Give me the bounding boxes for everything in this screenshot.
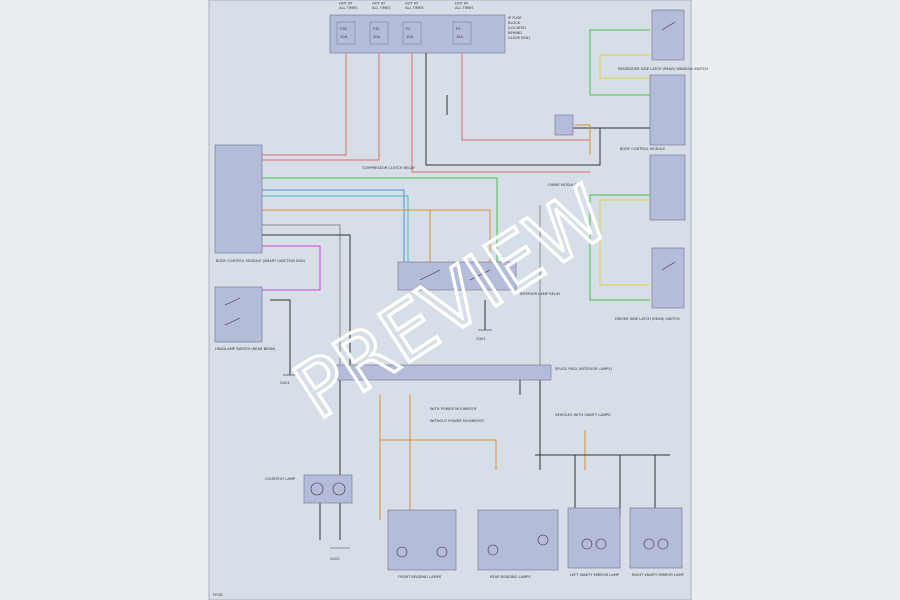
fuse-id-1: F28 bbox=[340, 27, 347, 31]
switch-bottom-right-label: DRIVER SIDE LATCH (REAR) SWITCH bbox=[615, 317, 680, 321]
wire-green-4 bbox=[589, 210, 650, 301]
wire-red-2 bbox=[262, 53, 380, 161]
fuse-block-label-4: BEHIND bbox=[508, 31, 522, 35]
wire-yellow-3 bbox=[599, 200, 650, 286]
controller-right-label: BODY CONTROL MODULE bbox=[620, 147, 666, 151]
fuse-block: ALL TIMES ALL TIMES ALL TIMES ALL TIMES … bbox=[329, 2, 531, 54]
lamp-rear-reading-label: REAR READING LAMPS bbox=[490, 575, 531, 579]
lamp-left-vanity: LEFT VANITY MIRROR LAMP bbox=[567, 507, 621, 577]
lamp-courtesy: COURTESY LAMP bbox=[265, 474, 353, 504]
switch-top-right: PASSENGER SIDE LATCH (REAR) WINDOW SWITC… bbox=[618, 9, 708, 71]
fuse-id-2: F32 bbox=[373, 27, 380, 31]
lamp-front-reading: FRONT READING LAMPS bbox=[387, 509, 457, 579]
headlamp-switch-label: HEADLAMP SWITCH (REAR BEAM) bbox=[215, 347, 276, 351]
note-chime: CHIME MODULE bbox=[548, 183, 577, 187]
wire-gray-1 bbox=[262, 224, 341, 365]
wire-cyan-1 bbox=[262, 195, 409, 265]
wires bbox=[262, 29, 670, 540]
fuse-rating-2: 20A bbox=[373, 35, 381, 39]
fuse-state-1: ALL TIMES bbox=[339, 6, 358, 10]
fuse-rating-1: 10A bbox=[340, 35, 348, 39]
lamp-left-vanity-label: LEFT VANITY MIRROR LAMP bbox=[570, 573, 620, 577]
wire-orange-2 bbox=[430, 209, 491, 265]
wire-green-3 bbox=[589, 45, 650, 96]
controller-right: BODY CONTROL MODULE bbox=[620, 74, 686, 221]
lamp-rear-reading: REAR READING LAMPS bbox=[477, 509, 559, 579]
wire-red-3 bbox=[411, 53, 590, 173]
wire-black-1 bbox=[425, 53, 650, 166]
legend-item-2: WITHOUT POWER MOONROOF bbox=[430, 419, 484, 423]
page-ref: FP-B1 bbox=[213, 593, 223, 597]
switch-top-right-label: PASSENGER SIDE LATCH (REAR) WINDOW SWITC… bbox=[618, 67, 708, 71]
ground-mid-label: G202 bbox=[330, 557, 340, 561]
wire-yellow-1 bbox=[599, 55, 650, 79]
wire-magenta-1 bbox=[262, 245, 321, 291]
wire-black-2 bbox=[262, 234, 351, 365]
fuse-state-4: ALL TIMES bbox=[455, 6, 474, 10]
fuse-block-label-3: (LOCATED bbox=[508, 26, 526, 30]
lamp-front-reading-label: FRONT READING LAMPS bbox=[398, 575, 442, 579]
ground-relay: G301 bbox=[476, 329, 492, 341]
fuse-top-4: HOT AT bbox=[455, 2, 469, 6]
splice-bar-label: SPLICE PACK (INTERIOR LAMPS) bbox=[555, 367, 613, 371]
wire-orange-3 bbox=[379, 395, 497, 470]
fuse-top-3: HOT AT bbox=[405, 2, 419, 6]
wire-red-4 bbox=[461, 53, 590, 141]
relay-box: INTERIOR LAMP RELAY bbox=[397, 261, 561, 296]
inline-connector bbox=[554, 114, 574, 136]
ground-left: G201 bbox=[280, 374, 297, 385]
left-module-label: BODY CONTROL MODULE (SMART JUNCTION BOX) bbox=[216, 259, 306, 263]
relay-box-label: INTERIOR LAMP RELAY bbox=[520, 292, 561, 296]
fuse-top-1: HOT AT bbox=[339, 2, 353, 6]
lamp-right-vanity-label: RIGHT VANITY MIRROR LAMP bbox=[632, 573, 685, 577]
headlamp-switch: HEADLAMP SWITCH (REAR BEAM) bbox=[214, 286, 276, 351]
ground-mid: G202 bbox=[330, 547, 350, 561]
wire-black-10 bbox=[270, 299, 291, 375]
switch-bottom-right: DRIVER SIDE LATCH (REAR) SWITCH bbox=[615, 247, 685, 321]
fuse-state-2: ALL TIMES bbox=[372, 6, 391, 10]
fuse-block-label-1: IP FUSE bbox=[508, 16, 522, 20]
fuse-top-2: HOT AT bbox=[372, 2, 386, 6]
fuse-rating-4: 15A bbox=[456, 35, 464, 39]
note-compressor: COMPRESSOR CLUTCH RELAY bbox=[362, 166, 416, 170]
wire-blue-1 bbox=[262, 189, 405, 265]
legend-item-1: WITH POWER MOONROOF bbox=[430, 407, 477, 411]
left-module: BODY CONTROL MODULE (SMART JUNCTION BOX) bbox=[214, 144, 306, 263]
fuse-id-3: F2 bbox=[406, 27, 410, 31]
ground-relay-label: G301 bbox=[476, 337, 486, 341]
wire-green-2 bbox=[589, 29, 650, 45]
note-vanity: VEHICLES WITH VANITY LAMPS bbox=[555, 413, 611, 417]
fuse-id-4: F9 bbox=[456, 27, 461, 31]
fuse-block-label-2: BLOCK bbox=[508, 21, 521, 25]
wire-green-5 bbox=[589, 194, 650, 210]
fuse-block-label-5: GLOVE BOX) bbox=[508, 36, 531, 40]
fuse-state-3: ALL TIMES bbox=[405, 6, 424, 10]
wire-orange-7 bbox=[575, 124, 591, 155]
wire-green-1 bbox=[262, 177, 498, 265]
splice-bar: SPLICE PACK (INTERIOR LAMPS) bbox=[335, 364, 613, 381]
lamp-courtesy-label: COURTESY LAMP bbox=[265, 477, 296, 481]
fuse-rating-3: 10A bbox=[406, 35, 414, 39]
wire-red-1 bbox=[262, 53, 347, 156]
ground-left-label: G201 bbox=[280, 381, 290, 385]
lamp-right-vanity: RIGHT VANITY MIRROR LAMP bbox=[629, 507, 685, 577]
